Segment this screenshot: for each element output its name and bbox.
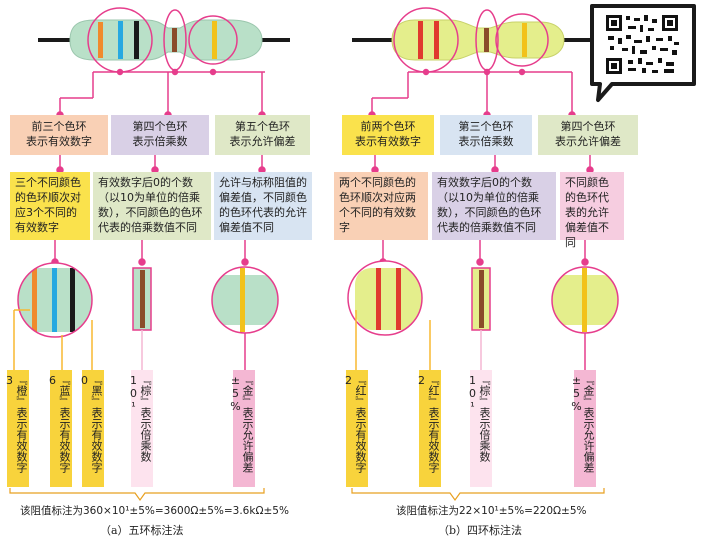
five-band-resistor	[38, 7, 290, 73]
four-zoom-tolerance	[551, 266, 619, 334]
five-box-tol-detail: 允许与标称阻值的偏差值，不同颜色的色环代表的允许偏差值不同	[214, 172, 312, 240]
four-zoom-multiplier	[471, 267, 491, 331]
four-zoom-digits	[347, 260, 423, 336]
four-formula: 该阻值标注为22×10¹±5%=220Ω±5%	[396, 505, 587, 517]
five-label-blue: 『蓝』表示有效数字6	[46, 370, 72, 487]
four-box-mult-detail: 有效数字后0的个数（以10为单位的倍乘数），不同颜色的色环代表的倍乘数值不同	[432, 172, 556, 240]
four-box-sig-header: 前两个色环 表示有效数字	[342, 115, 434, 155]
four-top-connectors	[368, 68, 594, 266]
five-label-orange: 『橙』表示有效数字3	[3, 370, 29, 487]
five-label-black: 『黑』表示有效数字0	[78, 370, 104, 487]
four-brace	[351, 488, 605, 502]
five-box-tol-header: 第五个色环 表示允许偏差	[215, 115, 310, 155]
four-band-resistor	[352, 7, 590, 73]
five-label-brown: 『棕』表示倍乘数10¹	[127, 370, 153, 487]
five-top-connectors	[51, 68, 266, 266]
five-bottom-connectors	[13, 309, 246, 370]
four-caption: （b）四环标注法	[438, 524, 523, 537]
five-zoom-digits	[17, 262, 93, 338]
four-box-tol-detail: 不同颜色的色环代表的允许偏差值不同	[560, 172, 624, 249]
five-label-gold: 『金』表示允许偏差±5%	[229, 370, 255, 487]
five-zoom-tolerance	[211, 266, 279, 334]
five-box-sig-detail: 三个不同颜色的色环顺次对应3个不同的有效数字	[10, 172, 90, 240]
five-box-mult-header: 第四个色环 表示倍乘数	[111, 115, 209, 155]
four-label-red-2: 『红』表示有效数字2	[415, 370, 441, 487]
four-box-tol-header: 第四个色环 表示允许偏差	[538, 115, 638, 155]
five-zoom-multiplier	[132, 267, 152, 331]
four-label-gold: 『金』表示允许偏差±5%	[570, 370, 596, 487]
five-brace	[9, 488, 265, 502]
four-box-mult-header: 第三个色环 表示倍乘数	[440, 115, 532, 155]
five-formula: 该阻值标注为360×10¹±5%=3600Ω±5%=3.6kΩ±5%	[20, 505, 289, 517]
four-box-sig-detail: 两个不同颜色的色环顺次对应两个不同的有效数字	[334, 172, 428, 240]
four-label-brown: 『棕』表示倍乘数10¹	[466, 370, 492, 487]
four-bottom-connectors	[355, 310, 586, 370]
five-box-mult-detail: 有效数字后0的个数（以10为单位的倍乘数），不同颜色的色环代表的倍乘数值不同	[93, 172, 211, 240]
five-box-sig-header: 前三个色环 表示有效数字	[10, 115, 108, 155]
five-caption: （a）五环标注法	[100, 524, 184, 537]
four-label-red-1: 『红』表示有效数字2	[342, 370, 368, 487]
qr-code-image	[590, 4, 696, 102]
